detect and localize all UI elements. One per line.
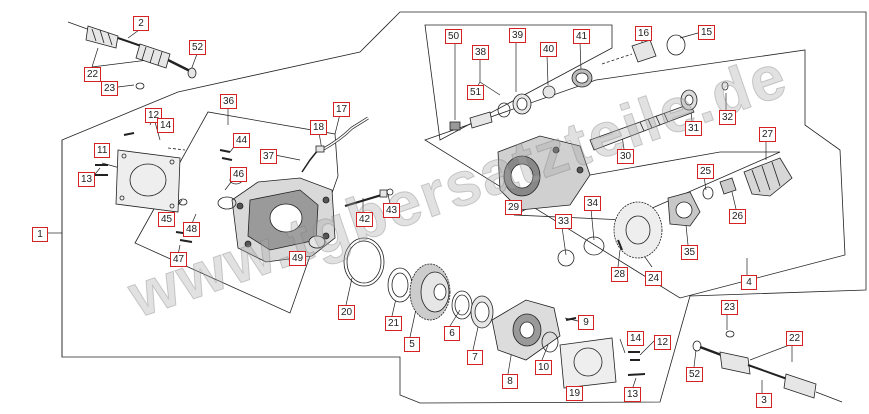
callout-49: 49 [289, 251, 307, 266]
callout-40: 40 [540, 42, 558, 57]
callout-21: 21 [385, 316, 403, 331]
callout-52-left: 52 [189, 40, 207, 55]
callout-38: 38 [472, 45, 490, 60]
callout-13-left: 13 [78, 172, 96, 187]
callout-28: 28 [611, 267, 629, 282]
callout-12-right: 12 [654, 335, 672, 350]
assembly-1-outline [61, 11, 867, 404]
input-shaft-30 [589, 34, 729, 151]
breather-hose-17 [315, 116, 369, 153]
callout-20: 20 [338, 305, 356, 320]
callout-16: 16 [635, 26, 653, 41]
callout-14-right: 14 [627, 331, 645, 346]
cover-plate-11 [95, 132, 186, 213]
subgroup-36-outline [134, 111, 339, 314]
callout-25: 25 [697, 164, 715, 179]
callout-5: 5 [404, 337, 420, 352]
callout-10: 10 [535, 360, 553, 375]
bolt-42 [344, 188, 394, 208]
subassembly-4-outline [424, 49, 846, 299]
callout-46: 46 [230, 167, 248, 182]
right-output-group [667, 157, 793, 227]
cover-plate-19 [559, 317, 646, 389]
callout-50: 50 [445, 29, 463, 44]
callout-42: 42 [356, 212, 374, 227]
callout-47: 47 [170, 252, 188, 267]
callout-43: 43 [383, 203, 401, 218]
callout-39: 39 [509, 28, 527, 43]
callout-33: 33 [555, 214, 573, 229]
callout-34: 34 [584, 196, 602, 211]
callout-18: 18 [310, 120, 328, 135]
housing-36 [175, 149, 336, 263]
callout-19: 19 [566, 386, 584, 401]
callout-22-right: 22 [786, 331, 804, 346]
brake-disc-24 [557, 201, 663, 267]
callout-8: 8 [502, 374, 518, 389]
callout-2: 2 [133, 16, 149, 31]
callout-32: 32 [719, 110, 737, 125]
callout-45: 45 [158, 212, 176, 227]
callout-3: 3 [756, 393, 772, 408]
drive-shaft-3 [692, 330, 843, 403]
ring-gear-assembly [343, 237, 561, 361]
callout-17: 17 [333, 102, 351, 117]
callout-52-right: 52 [686, 367, 704, 382]
callout-29: 29 [505, 200, 523, 215]
callout-36: 36 [220, 94, 238, 109]
callout-48: 48 [183, 222, 201, 237]
callout-23-right: 23 [721, 300, 739, 315]
callout-7: 7 [467, 350, 483, 365]
callout-44: 44 [233, 133, 251, 148]
callout-9: 9 [578, 315, 594, 330]
callout-15: 15 [698, 25, 716, 40]
callout-51: 51 [467, 85, 485, 100]
callout-14-left: 14 [157, 118, 175, 133]
callout-31: 31 [685, 121, 703, 136]
callout-4: 4 [741, 275, 757, 290]
callout-1: 1 [32, 227, 48, 242]
callout-27: 27 [759, 127, 777, 142]
callout-41: 41 [573, 29, 591, 44]
callout-12-left: 12 [145, 108, 163, 123]
callout-13-right: 13 [624, 387, 642, 402]
drive-shaft-2 [67, 21, 197, 90]
callout-23-left: 23 [101, 81, 119, 96]
gear-housing-29 [497, 135, 591, 211]
callout-11: 11 [94, 143, 111, 158]
callout-30: 30 [617, 149, 635, 164]
callout-6: 6 [444, 326, 460, 341]
callout-35: 35 [681, 245, 699, 260]
callout-22-left: 22 [84, 67, 102, 82]
upper-bearing-group [449, 68, 593, 131]
callout-26: 26 [729, 209, 747, 224]
callout-24: 24 [645, 271, 663, 286]
subgroup-38-outline [424, 24, 613, 141]
callout-37: 37 [260, 149, 278, 164]
